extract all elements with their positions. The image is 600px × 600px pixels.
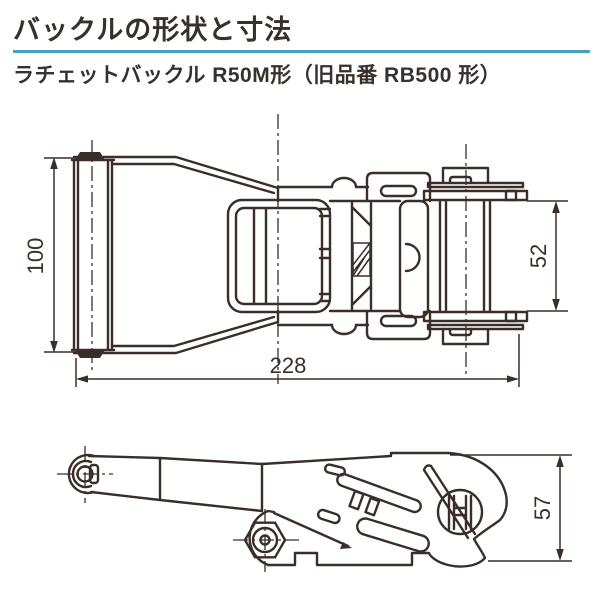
frame-plate-band (422, 310, 529, 323)
ratchet-tab (441, 327, 490, 346)
ratchet-tab (441, 166, 490, 185)
page-subtitle: ラチェットバックル R50M形（旧品番 RB500 形） (13, 64, 502, 87)
pawl-lower-edge (272, 511, 350, 548)
handle-arm-outline (72, 155, 280, 355)
hex-nut-circle (251, 526, 279, 554)
dimension-228: 228 (75, 334, 520, 387)
dimension-100: 100 (23, 157, 76, 353)
rivet-dome (330, 323, 358, 336)
drum-walls (438, 199, 492, 313)
pivot-cap-mid (71, 459, 93, 489)
pivot-bar-end (88, 463, 100, 485)
tab-slot (379, 314, 418, 328)
ratchet-tab-notch (448, 175, 473, 185)
frame-edge-tabs (318, 207, 332, 303)
hex-nut-center (259, 534, 271, 546)
spindle-h-shape (447, 494, 473, 531)
dim-100-label: 100 (23, 238, 48, 275)
frame-plate (426, 181, 525, 189)
dim-arrow (552, 201, 560, 213)
extension-line (75, 334, 520, 387)
extension-line (527, 200, 568, 312)
pivot-cap-outer (67, 453, 96, 495)
top-view-drawing (70, 114, 529, 384)
mid-plate-edges (276, 185, 402, 327)
pawl-tooth (364, 496, 381, 517)
release-lever (422, 464, 477, 540)
title-underline (13, 50, 590, 53)
handle-arm-outline (87, 454, 264, 513)
hex-nut (243, 521, 287, 559)
extension-line (450, 454, 572, 562)
handle-frame-outer (226, 198, 332, 314)
tab-slot (379, 184, 418, 198)
dim-arrow (50, 157, 58, 169)
body-outline (266, 451, 508, 568)
handle-frame-inner (234, 206, 324, 306)
rivet-dome (330, 176, 358, 189)
release-tab (365, 171, 432, 203)
dim-arrow (76, 375, 88, 383)
dim-57-label: 57 (530, 496, 555, 520)
dim-52-label: 52 (526, 244, 551, 268)
rivet-slot (323, 463, 347, 477)
lower-pawl-bar (356, 517, 430, 553)
release-tab (365, 309, 432, 341)
dimension-52: 52 (526, 200, 568, 312)
spring-hatch (352, 242, 371, 277)
dim-arrow (552, 299, 560, 311)
spring-strip (350, 201, 373, 311)
frame-plate-band (422, 189, 529, 202)
rivet-slot (316, 508, 341, 525)
plate-lug (504, 310, 518, 323)
frame-plate (426, 323, 525, 331)
dim-228-label: 228 (270, 353, 307, 378)
pawl-cusp (340, 542, 352, 549)
dim-arrow (556, 549, 564, 561)
ratchet-gear (436, 488, 484, 536)
dim-arrow (556, 455, 564, 467)
extension-line (44, 157, 76, 353)
dimension-57: 57 (450, 454, 572, 562)
ratchet-tab-notch (448, 327, 473, 337)
handle-roller-bars (252, 207, 268, 305)
page-title: バックルの形状と寸法 (13, 15, 293, 45)
pivot-hole (76, 465, 94, 483)
dim-arrow (50, 341, 58, 353)
pawl-tooth (348, 489, 365, 511)
body-top-edge (260, 451, 450, 466)
boss-plate (248, 509, 276, 567)
plate-lug (504, 189, 518, 202)
side-view-drawing (57, 446, 508, 572)
upper-pawl-bar (336, 472, 422, 514)
dim-arrow (507, 375, 519, 383)
pawl-slider (398, 199, 430, 319)
pawl-slider-detent (404, 242, 421, 273)
spring-coil-box (352, 242, 371, 277)
grip-bar-outline (70, 158, 116, 352)
